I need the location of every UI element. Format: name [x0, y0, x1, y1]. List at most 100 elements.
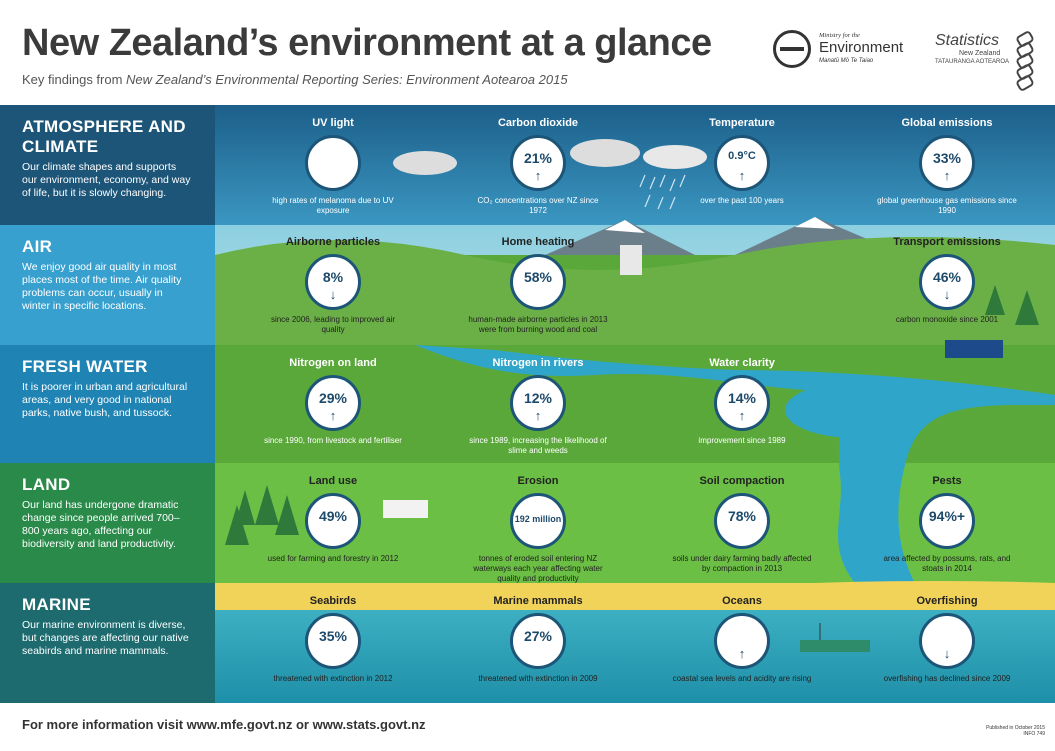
- indicator-arrow: ↑: [329, 408, 337, 423]
- indicator-title: Water clarity: [709, 357, 775, 369]
- indicator-arrow: ↑: [738, 168, 746, 183]
- mountain-shape: [545, 220, 695, 255]
- published-date: Published in October 2015: [986, 725, 1045, 731]
- indicator-title: Airborne particles: [285, 236, 381, 248]
- indicator-title: Seabirds: [309, 595, 357, 607]
- boat-shape: [800, 640, 870, 652]
- info-code: INFO 749: [1023, 731, 1045, 737]
- mfe-logo-small-text: Ministry for the: [819, 32, 860, 39]
- indicator-title: Pests: [932, 475, 962, 487]
- indicator-caption: area affected by possums, rats, and stoa…: [883, 554, 1011, 573]
- section-title: LAND: [22, 475, 71, 494]
- possum-icon: 94%+: [919, 493, 975, 549]
- indicator-transport-emissions: Transport emissions 46%↓ carbon monoxide…: [877, 236, 1017, 325]
- stats-logo-nz-text: New Zealand: [959, 50, 1001, 57]
- indicator-value: 78%: [727, 508, 757, 524]
- indicator-title: Global emissions: [901, 117, 993, 129]
- car-icon: 46%↓: [919, 254, 975, 310]
- indicator-value: 33%: [932, 150, 962, 166]
- indicator-arrow: ↑: [534, 408, 542, 423]
- cloud-shape: [393, 151, 457, 175]
- indicator-caption: since 2006, leading to improved air qual…: [270, 315, 396, 334]
- indicator-caption: improvement since 1989: [698, 436, 786, 445]
- header: New Zealand’s environment at a glance Ke…: [0, 0, 1055, 105]
- hills-shape: [215, 237, 1055, 345]
- indicator-value: 58%: [523, 269, 553, 285]
- truck-shape: [945, 340, 1003, 358]
- indicator-soil-compaction: Soil compaction 78% soils under dairy fa…: [672, 475, 812, 574]
- indicator-caption: since 1990, from livestock and fertilise…: [264, 436, 402, 445]
- mfe-logo: Ministry for the Environment Manatū Mō T…: [773, 28, 923, 73]
- indicator-title: Nitrogen in rivers: [492, 357, 584, 369]
- indicator-circle: 21%↑: [510, 135, 566, 191]
- cloud-shape: [643, 145, 707, 169]
- indicator-caption: threatened with extinction in 2012: [273, 674, 393, 683]
- indicator-caption: since 1989, increasing the likelihood of…: [469, 436, 607, 455]
- indicator-global-emissions: Global emissions 33%↑ global greenhouse …: [877, 117, 1017, 216]
- house-shape: [620, 245, 642, 275]
- indicator-caption: carbon monoxide since 2001: [895, 315, 999, 324]
- stats-logo-maori-text: TATAURANGA AOTEAROA: [935, 59, 1010, 65]
- subtitle-prefix: Key findings from: [22, 72, 127, 87]
- section-air: AIR We enjoy good air quality in most pl…: [0, 225, 215, 345]
- indicator-circle: 29% ↑: [305, 375, 361, 431]
- snow-cap-shape: [605, 220, 645, 233]
- indicator-value: 12%: [523, 390, 553, 406]
- indicator-caption: coastal sea levels and acidity are risin…: [672, 674, 812, 683]
- indicator-uv-light: UV light high rates of melanoma due to U…: [263, 117, 403, 216]
- cow-icon: 78%: [714, 493, 770, 549]
- fishing-net-icon: ↓: [919, 613, 975, 669]
- indicator-caption: tonnes of eroded soil entering NZ waterw…: [473, 554, 603, 583]
- page-title: New Zealand’s environment at a glance: [22, 22, 712, 64]
- sea-level-icon: ↑: [714, 613, 770, 669]
- indicator-value: 35%: [318, 628, 348, 644]
- indicator-title: Carbon dioxide: [497, 117, 579, 129]
- indicator-value: 0.9°C: [728, 150, 756, 162]
- indicator-value: 46%: [932, 269, 962, 285]
- nz-map-icon: 49%: [305, 493, 361, 549]
- indicator-arrow: ↓: [329, 287, 337, 302]
- indicator-circle: 33% ↑: [919, 135, 975, 191]
- indicator-title: Soil compaction: [699, 475, 785, 487]
- indicator-circle: 58%: [510, 254, 566, 310]
- section-land: LAND Our land has undergone dramatic cha…: [0, 463, 215, 583]
- indicator-caption: soils under dairy farming badly affected…: [672, 554, 812, 573]
- section-marine: MARINE Our marine environment is diverse…: [0, 583, 215, 703]
- indicator-nitrogen-on-land: Nitrogen on land 29% ↑ since 1990, from l…: [263, 357, 403, 446]
- indicator-caption: human-made airborne particles in 2013 we…: [468, 315, 608, 334]
- indicator-title: Nitrogen on land: [289, 357, 377, 369]
- indicator-arrow: ↑: [943, 168, 951, 183]
- indicator-caption: over the past 100 years: [700, 196, 784, 205]
- subtitle-source: New Zealand’s Environmental Reporting Se…: [126, 72, 568, 87]
- indicator-value: 29%: [318, 390, 348, 406]
- indicator-title: Oceans: [722, 595, 762, 607]
- indicator-airborne-particles: Airborne particles 8%↓ since 2006, leadi…: [263, 236, 403, 335]
- indicator-seabirds: Seabirds 35% threatened with extinction …: [263, 595, 403, 684]
- section-sidebar: ATMOSPHERE AND CLIMATE Our climate shape…: [0, 105, 215, 703]
- indicator-title: Erosion: [517, 475, 559, 487]
- indicator-overfishing: Overfishing ↓ overfishing has declined s…: [877, 595, 1017, 684]
- indicator-arrow: ↓: [943, 646, 951, 661]
- scene-illustration: [215, 139, 1055, 652]
- mfe-logo-icon: [773, 30, 811, 68]
- lake-shape: [785, 382, 925, 438]
- footer: For more information visit www.mfe.govt.…: [0, 703, 1055, 751]
- stats-logo-big-text: Statistics: [935, 32, 1000, 49]
- indicator-erosion: Erosion 192 million tonnes of eroded soi…: [468, 475, 608, 584]
- section-title: MARINE: [22, 595, 91, 614]
- sun-icon: [305, 135, 361, 191]
- indicator-marine-mammals: Marine mammals 27% threatened with extin…: [468, 595, 608, 684]
- section-title: FRESH WATER: [22, 357, 148, 376]
- indicator-value: 192 million: [514, 514, 562, 524]
- indicator-title: Marine mammals: [493, 595, 583, 607]
- infographic-scene: UV light high rates of melanoma due to U…: [215, 105, 1055, 703]
- indicator-value: 14%: [727, 390, 757, 406]
- indicator-nitrogen-in-rivers: Nitrogen in rivers 12% ↑ since 1989, incr…: [468, 357, 608, 456]
- indicator-title: Overfishing: [916, 595, 978, 607]
- page-subtitle: Key findings from New Zealand’s Environm…: [22, 72, 568, 87]
- farmhouse-shape: [383, 500, 428, 518]
- indicator-circle: 8%↓: [305, 254, 361, 310]
- thermometer-icon: 0.9°C ↑: [714, 135, 770, 191]
- section-text: Our marine environment is diverse, but c…: [22, 619, 189, 657]
- indicator-pests: Pests 94%+ area affected by possums, rat…: [877, 475, 1017, 574]
